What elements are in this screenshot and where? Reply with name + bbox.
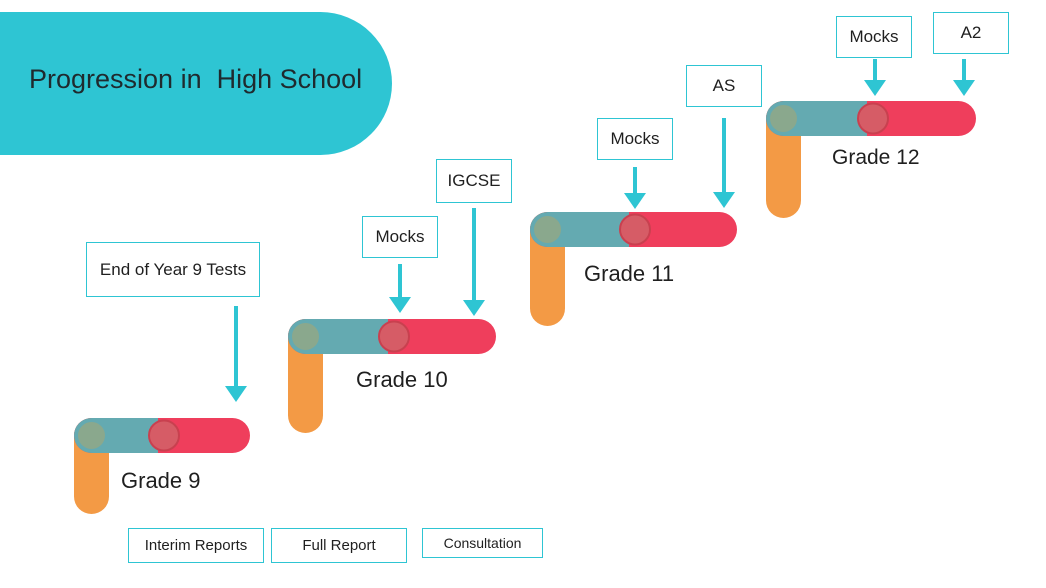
step-mid-node-grade9 bbox=[148, 419, 180, 452]
arrow-igcse-head bbox=[463, 300, 485, 316]
step-mid-node-grade10 bbox=[378, 320, 410, 353]
event-box-as: AS bbox=[686, 65, 762, 107]
legend-full-report: Full Report bbox=[271, 528, 407, 563]
event-box-a2: A2 bbox=[933, 12, 1009, 54]
event-box-igcse: IGCSE bbox=[436, 159, 512, 203]
legend-interim-reports: Interim Reports bbox=[128, 528, 264, 563]
arrow-grade12-mocks-head bbox=[864, 80, 886, 96]
step-start-node-grade11 bbox=[532, 214, 563, 245]
step-mid-node-grade11 bbox=[619, 213, 651, 246]
grade-label-11: Grade 11 bbox=[584, 261, 675, 286]
arrow-end-of-year-9-tests-head bbox=[225, 386, 247, 402]
page-title: Progression in High School bbox=[29, 64, 363, 94]
step-start-node-grade10 bbox=[290, 321, 321, 352]
step-start-node-grade12 bbox=[768, 103, 799, 134]
legend-consultation: Consultation bbox=[422, 528, 543, 558]
arrow-a2-head bbox=[953, 80, 975, 96]
event-box-grade10-mocks: Mocks bbox=[362, 216, 438, 258]
event-box-end-of-year-9-tests: End of Year 9 Tests bbox=[86, 242, 260, 297]
title-banner bbox=[0, 12, 392, 155]
arrow-grade10-mocks-head bbox=[389, 297, 411, 313]
step-start-node-grade9 bbox=[76, 420, 107, 451]
grade-label-12: Grade 12 bbox=[832, 146, 920, 169]
event-box-grade11-mocks: Mocks bbox=[597, 118, 673, 160]
grade-label-9: Grade 9 bbox=[121, 468, 201, 493]
arrow-grade11-mocks-head bbox=[624, 193, 646, 209]
grade-label-10: Grade 10 bbox=[356, 367, 448, 392]
step-mid-node-grade12 bbox=[857, 102, 889, 135]
event-box-grade12-mocks: Mocks bbox=[836, 16, 912, 58]
arrow-as-head bbox=[713, 192, 735, 208]
